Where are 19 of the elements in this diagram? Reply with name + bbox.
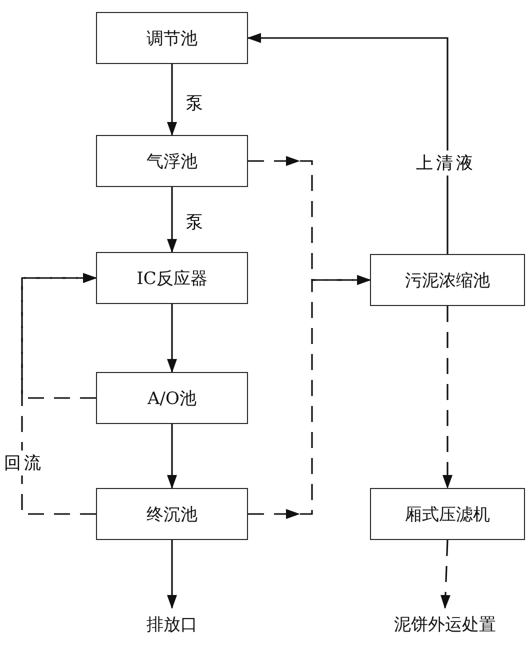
process-box: IC反应器: [96, 252, 248, 304]
process-box: 厢式压滤机: [370, 488, 525, 540]
arrow: [167, 304, 177, 373]
arrow: [167, 424, 177, 489]
arrow: [167, 540, 177, 609]
dashed-arrow: [442, 306, 452, 489]
process-box: A/O池: [96, 372, 248, 424]
outlet-label: 泥饼外运处置: [394, 614, 496, 636]
process-box: 污泥浓缩池: [370, 254, 525, 306]
arrow: [247, 33, 448, 254]
process-box: 终沉池: [96, 488, 248, 540]
dashed-arrow: [440, 540, 450, 609]
process-box: 气浮池: [96, 135, 248, 187]
dashed-arrow: [248, 275, 371, 519]
outlet-label: 排放口: [146, 614, 198, 636]
dashed-arrow: [21, 273, 97, 515]
arrow: [167, 64, 177, 136]
process-box: 调节池: [96, 12, 248, 64]
arrow: [167, 187, 177, 253]
